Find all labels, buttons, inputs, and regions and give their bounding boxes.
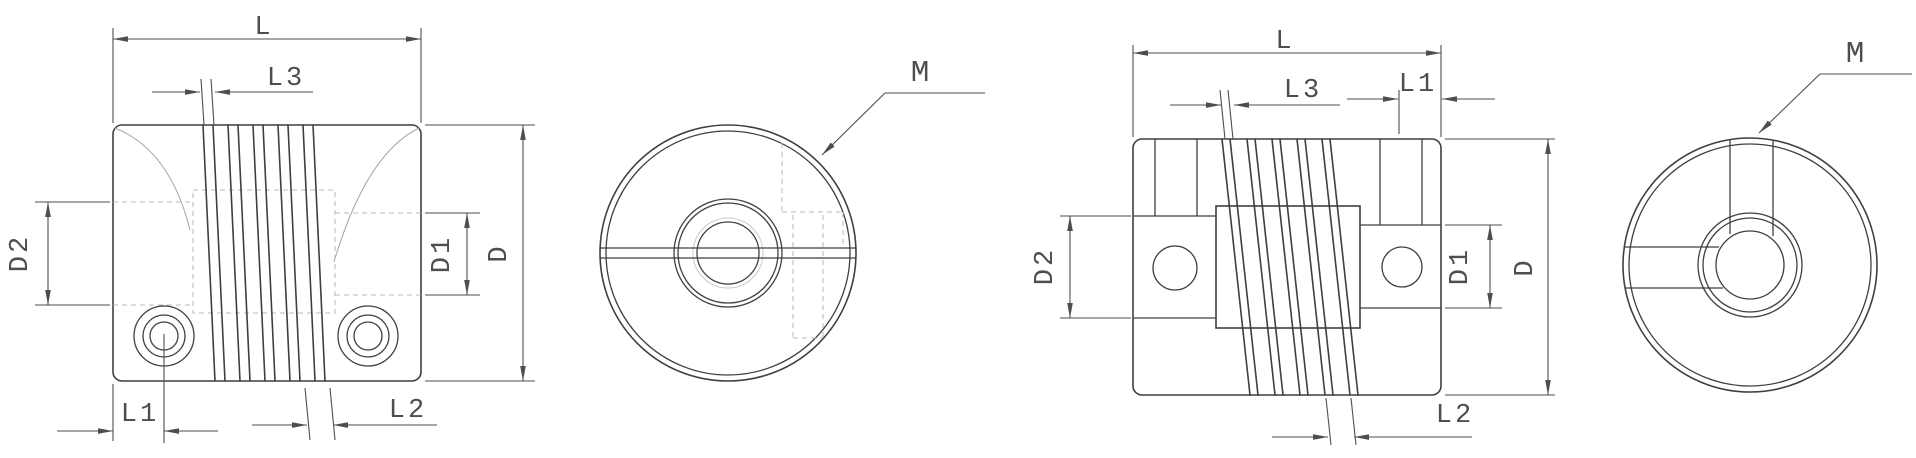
left-dim-D1: D1 — [425, 212, 480, 296]
left-dim-D: D — [425, 124, 535, 382]
left-spiral-cut-lines — [202, 124, 326, 382]
left-front-bore-circle — [696, 221, 760, 285]
right-front-clamp-slot-left — [1624, 246, 1723, 289]
left-front-outer-circle — [599, 124, 857, 382]
right-dim-L3-tick-2 — [1227, 89, 1234, 140]
left-chamfer-arc-left — [114, 127, 191, 231]
right-dim-L3-tick-1 — [1219, 89, 1226, 140]
right-dim-L1: L1 — [1347, 70, 1495, 134]
left-dim-L3-tick-2 — [210, 78, 215, 126]
left-body-outline — [112, 124, 422, 382]
left-callout-M-label: M — [911, 56, 930, 91]
right-callout-M-label: M — [1846, 37, 1865, 72]
left-dim-L3-label: L3 — [267, 64, 305, 94]
right-dim-L2: L2 — [1272, 397, 1474, 446]
right-front-bore-circle — [1715, 230, 1785, 300]
right-dim-D-label: D — [1511, 257, 1541, 276]
right-callout-M-leader — [1758, 73, 1821, 134]
left-callout-M: M — [821, 56, 985, 156]
left-dim-L2: L2 — [252, 387, 437, 441]
left-dim-D1-label: D1 — [428, 235, 458, 273]
right-front-hub-circle-inner — [1702, 217, 1798, 313]
right-center-block — [1215, 205, 1361, 329]
left-set-screw-right — [337, 305, 399, 367]
right-spiral-cut-lines — [1221, 138, 1359, 396]
right-front-hub-circle — [1697, 212, 1803, 318]
right-front-outer-circle — [1622, 137, 1878, 393]
left-front-hub-circle-inner — [677, 202, 779, 304]
right-dim-L: L — [1132, 27, 1442, 137]
left-dim-L1: L1 — [57, 334, 218, 443]
right-dim-L1-label: L1 — [1399, 70, 1437, 100]
right-dim-L3-label: L3 — [1284, 76, 1322, 106]
left-coupling-front-view: M — [599, 56, 985, 382]
left-dim-D-label: D — [485, 243, 515, 262]
right-dim-L-label: L — [1275, 27, 1294, 57]
left-dim-L3: L3 — [152, 64, 313, 126]
right-front-clamp-slot-top — [1729, 140, 1774, 236]
right-clamp-hole-left — [1152, 245, 1198, 291]
left-hidden-bore-rect — [192, 189, 336, 314]
left-dim-D2: D2 — [6, 201, 110, 306]
left-dim-L1-label: L1 — [121, 400, 159, 430]
left-front-hidden-screw-hole — [781, 143, 844, 339]
left-front-hub-circle — [673, 198, 783, 308]
left-chamfer-arc-right — [333, 127, 420, 263]
left-callout-M-leader — [821, 92, 886, 156]
left-front-outer-circle-inner — [605, 130, 851, 376]
left-coupling-side-view — [112, 124, 422, 382]
left-front-thread-circle — [692, 217, 764, 289]
left-dim-L2-tick-2 — [329, 387, 336, 441]
right-dim-D: D — [1445, 138, 1555, 396]
right-dim-L3: L3 — [1170, 76, 1340, 140]
right-dim-L2-tick-2 — [1350, 397, 1357, 446]
left-dim-L3-tick-1 — [200, 78, 205, 126]
right-coupling-front-view: M — [1622, 37, 1912, 393]
right-coupling-side-view — [1132, 138, 1442, 396]
right-front-outer-circle-inner — [1628, 143, 1872, 387]
right-dim-L2-label: L2 — [1436, 401, 1474, 431]
right-dim-D2-label: D2 — [1031, 247, 1061, 285]
right-dim-D2: D2 — [1031, 215, 1131, 319]
right-clamp-hole-right — [1381, 246, 1423, 288]
left-dim-L2-label: L2 — [389, 396, 427, 426]
right-body-outline — [1132, 138, 1442, 396]
left-dim-D2-label: D2 — [6, 234, 36, 272]
left-dim-L: L — [112, 13, 422, 123]
right-dim-D1-label: D1 — [1446, 247, 1476, 285]
right-dim-D1: D1 — [1445, 224, 1502, 309]
right-callout-M: M — [1758, 37, 1912, 134]
left-dim-L-label: L — [254, 13, 273, 43]
right-dim-L2-tick-1 — [1325, 397, 1332, 446]
left-dim-L2-tick-1 — [304, 387, 311, 441]
